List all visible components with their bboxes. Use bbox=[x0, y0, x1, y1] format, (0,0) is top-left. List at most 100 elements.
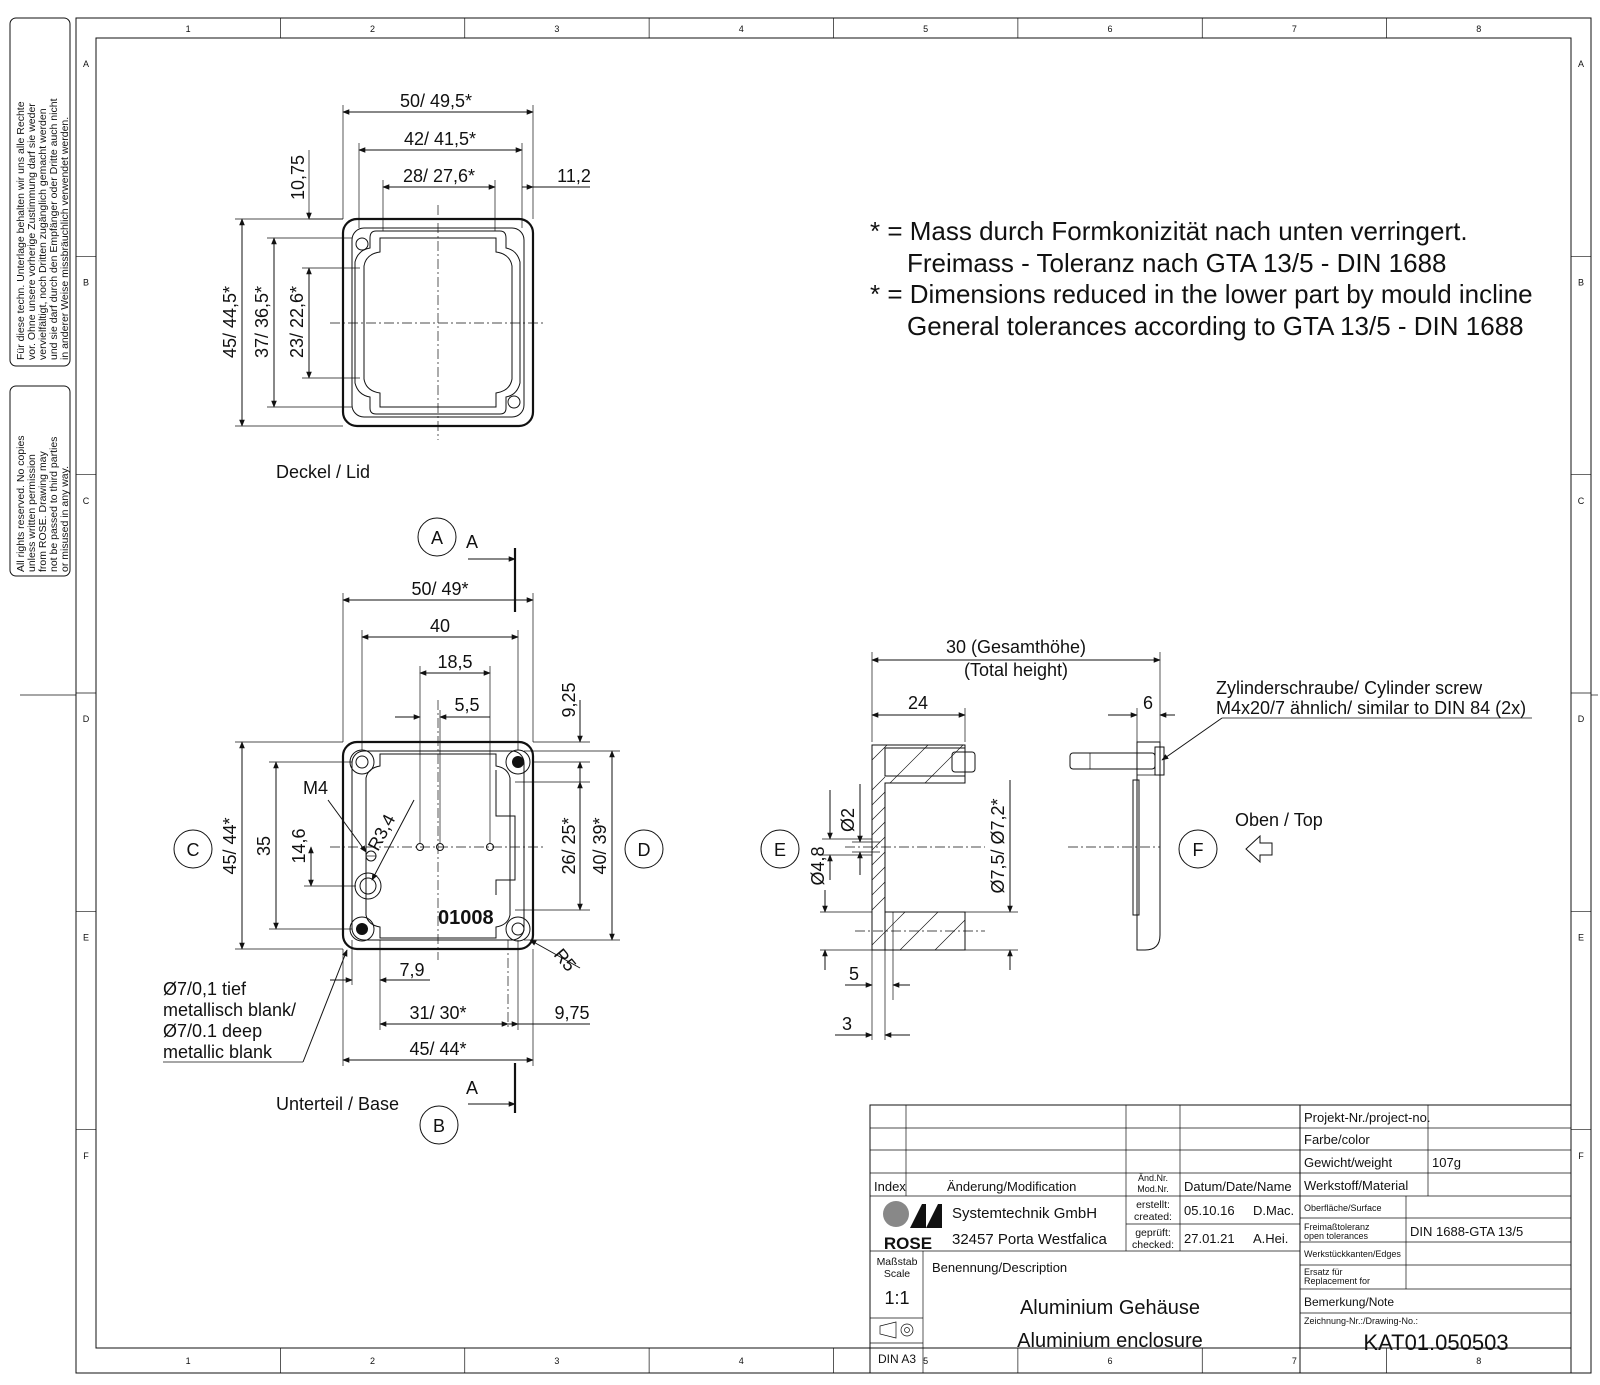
projection-symbol-icon bbox=[879, 1321, 914, 1339]
note-line-2: Freimass - Toleranz nach GTA 13/5 - DIN … bbox=[907, 248, 1447, 278]
side-note-de-2: vor. Ohne unsere vorherige Zustimmung da… bbox=[26, 103, 38, 360]
tb-aend-nr-2: Mod.Nr. bbox=[1137, 1184, 1169, 1194]
blank-note-4: metallic blank bbox=[163, 1042, 273, 1062]
tb-description-en: Aluminium enclosure bbox=[1017, 1330, 1203, 1352]
frame-column-label: 6 bbox=[1108, 1356, 1113, 1366]
frame-row-label: D bbox=[1578, 714, 1585, 724]
frame-column-label: 1 bbox=[186, 24, 191, 34]
tb-note-label: Bemerkung/Note bbox=[1304, 1295, 1394, 1309]
tb-weight: 107g bbox=[1432, 1155, 1461, 1170]
side-note-box-german: Für diese techn. Unterlage behalten wir … bbox=[9, 17, 71, 367]
side-dim-d48: Ø4,8 bbox=[808, 846, 828, 885]
frame-column-label: 4 bbox=[739, 1356, 744, 1366]
tb-checked-date: 27.01.21 bbox=[1184, 1231, 1235, 1246]
side-dim-5: 5 bbox=[849, 964, 859, 984]
side-total-height-en: (Total height) bbox=[964, 660, 1068, 680]
frame-column-label: 2 bbox=[370, 24, 375, 34]
side-note-de-3: vervielfältigt, noch Dritten zugänglich … bbox=[37, 108, 49, 360]
lid-dim-width: 50/ 49,5* bbox=[400, 91, 472, 111]
tb-company-2: 32457 Porta Westfalica bbox=[952, 1231, 1107, 1248]
side-note-de-4: und sie darf durch den Empfänger oder Dr… bbox=[48, 98, 60, 360]
view-c-marker: C bbox=[187, 840, 200, 860]
frame-column-label: 2 bbox=[370, 1356, 375, 1366]
side-dim-3: 3 bbox=[842, 1014, 852, 1034]
base-dim-center-offset: 5,5 bbox=[454, 695, 479, 715]
side-dim-24: 24 bbox=[908, 693, 928, 713]
frame-row-label: C bbox=[1578, 496, 1585, 506]
base-dim-pcb-height: 26/ 25* bbox=[559, 817, 579, 874]
tb-surface-label: Oberfläche/Surface bbox=[1304, 1203, 1382, 1213]
view-f-marker: F bbox=[1193, 840, 1204, 860]
tb-scale-label-2: Scale bbox=[884, 1268, 910, 1280]
lid-dim-inner-height: 37/ 36,5* bbox=[252, 286, 272, 358]
tb-material-label: Werkstoff/Material bbox=[1304, 1178, 1408, 1193]
base-dim-blank-width: 31/ 30* bbox=[409, 1003, 466, 1023]
screw-label-1: Zylinderschraube/ Cylinder screw bbox=[1216, 678, 1483, 698]
frame-column-label: 1 bbox=[186, 1356, 191, 1366]
tb-edges-label: Werkstückkanten/Edges bbox=[1304, 1249, 1401, 1259]
view-d-marker: D bbox=[638, 840, 651, 860]
base-dim-earth-offset: 14,6 bbox=[289, 828, 309, 863]
side-note-en-5: or misused in any way. bbox=[59, 466, 71, 572]
frame-row-label: F bbox=[83, 1151, 89, 1161]
tb-format: DIN A3 bbox=[878, 1352, 916, 1366]
tb-drawing-no-label: Zeichnung-Nr.:/Drawing-No.: bbox=[1304, 1316, 1418, 1326]
frame-column-label: 5 bbox=[923, 24, 928, 34]
frame-row-label: E bbox=[1578, 933, 1584, 943]
frame-column-label: 8 bbox=[1476, 1356, 1481, 1366]
frame-column-label: 7 bbox=[1292, 24, 1297, 34]
tb-date-name-label: Datum/Date/Name bbox=[1184, 1179, 1292, 1194]
tb-created-label-2: created: bbox=[1134, 1211, 1172, 1223]
tb-scale: 1:1 bbox=[884, 1288, 909, 1308]
view-b-marker: B bbox=[433, 1116, 445, 1136]
tb-weight-label: Gewicht/weight bbox=[1304, 1155, 1393, 1170]
section-view: E F Oben / Top 30 (Gesamthöhe) (Total he… bbox=[760, 637, 1532, 1040]
screw-label-2: M4x20/7 ähnlich/ similar to DIN 84 (2x) bbox=[1216, 698, 1526, 718]
lid-dim-hole-spacing-y: 23/ 22,6* bbox=[287, 286, 307, 358]
lid-view: 50/ 49,5* 42/ 41,5* 28/ 27,6* 11,2 10,75… bbox=[220, 91, 591, 482]
tb-replacement-label-2: Replacement for bbox=[1304, 1276, 1370, 1286]
note-line-1: * = Mass durch Formkonizität nach unten … bbox=[870, 216, 1468, 246]
tb-tolerance-label-2: open tolerances bbox=[1304, 1231, 1369, 1241]
side-total-height: 30 (Gesamthöhe) bbox=[946, 637, 1086, 657]
frame-column-label: 6 bbox=[1108, 24, 1113, 34]
rose-logo: ROSE bbox=[883, 1201, 942, 1253]
base-thread-label: M4 bbox=[303, 778, 328, 798]
frame-column-label: 3 bbox=[554, 24, 559, 34]
base-dim-top-offset: 9,25 bbox=[559, 682, 579, 717]
frame-column-label: 3 bbox=[554, 1356, 559, 1366]
tb-color-label: Farbe/color bbox=[1304, 1132, 1370, 1147]
frame-column-label: 8 bbox=[1476, 24, 1481, 34]
frame-row-ticks: A A B B C C D D E E F F bbox=[76, 59, 1591, 1161]
side-note-en-2: unless written permission bbox=[26, 454, 38, 572]
section-label-bottom: A bbox=[466, 1078, 478, 1098]
tb-company-1: Systemtechnik GmbH bbox=[952, 1205, 1097, 1222]
base-label: Unterteil / Base bbox=[276, 1094, 399, 1114]
base-view: 01008 A A A B C D 50/ 49* 40 18,5 bbox=[163, 517, 664, 1145]
side-note-box-english: All rights reserved. No copies unless wr… bbox=[9, 385, 71, 577]
base-dim-inner-height: 40/ 39* bbox=[590, 817, 610, 874]
side-note-de-5: in anderer Weise missbräuchlich verwende… bbox=[59, 117, 71, 360]
blank-note-1: Ø7/0,1 tief bbox=[163, 979, 247, 999]
lid-dim-hole-spacing-x: 28/ 27,6* bbox=[403, 166, 475, 186]
tb-drawing-no: KAT01.050503 bbox=[1363, 1330, 1508, 1355]
base-dim-hole-spacing-x: 40 bbox=[430, 616, 450, 636]
base-dim-hole-spacing-y: 35 bbox=[254, 836, 274, 856]
tb-created-label-1: erstellt: bbox=[1136, 1199, 1170, 1211]
frame-row-label: A bbox=[1578, 59, 1584, 69]
side-note-en-3: from ROSE. Drawing may bbox=[37, 450, 49, 572]
frame-row-label: B bbox=[83, 278, 89, 288]
view-e-marker: E bbox=[774, 840, 786, 860]
side-note-en-1: All rights reserved. No copies bbox=[15, 435, 27, 572]
base-radius-r34: R3,4 bbox=[364, 811, 400, 854]
lid-dim-inner-width: 42/ 41,5* bbox=[404, 129, 476, 149]
tb-created-name: D.Mac. bbox=[1253, 1203, 1294, 1218]
tb-description-label: Benennung/Description bbox=[932, 1260, 1067, 1275]
tb-tolerance-label-1: Freimaßtoleranz bbox=[1304, 1222, 1370, 1232]
tb-scale-label-1: Maßstab bbox=[877, 1256, 918, 1268]
side-note-en-4: not be passed to third parties bbox=[48, 437, 60, 572]
tb-project-label: Projekt-Nr./project-no. bbox=[1304, 1110, 1430, 1125]
side-dim-6: 6 bbox=[1143, 693, 1153, 713]
base-stamp: 01008 bbox=[438, 907, 494, 929]
